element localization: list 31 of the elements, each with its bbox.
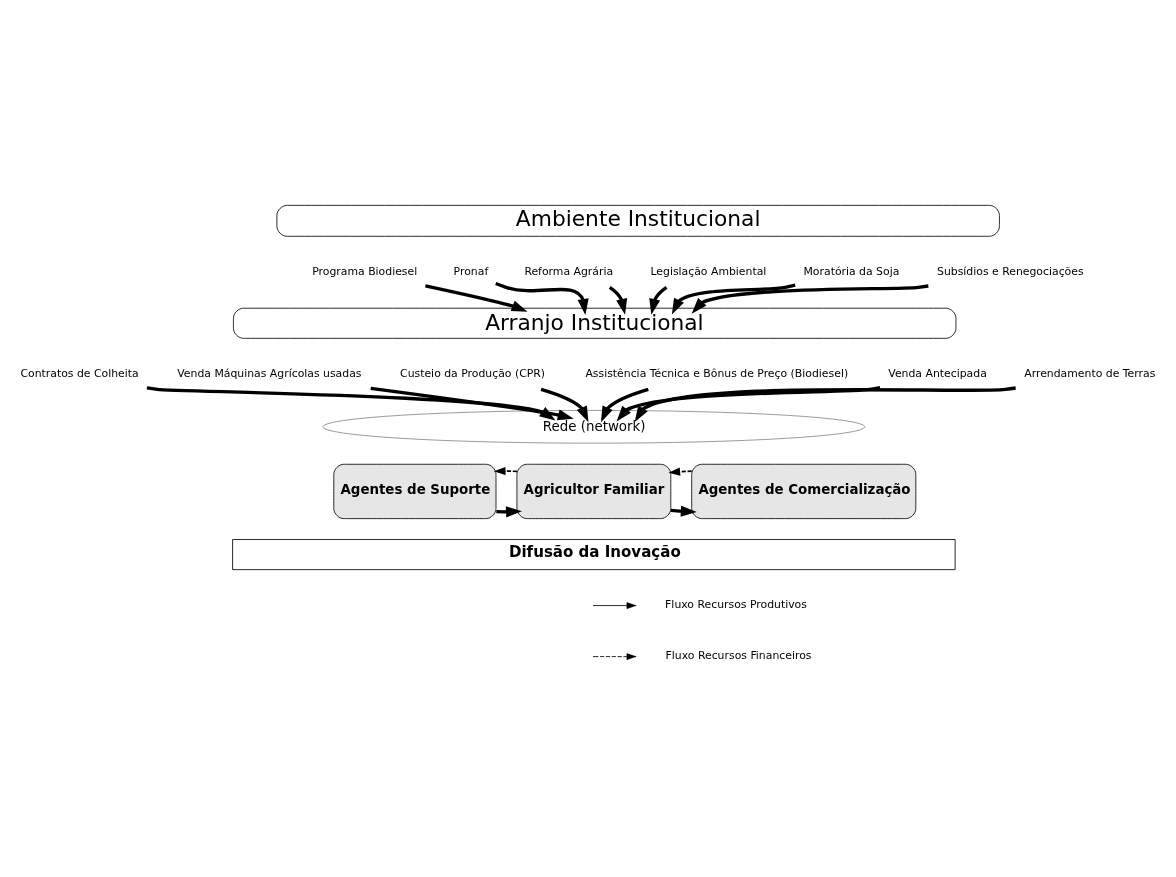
arrow [495, 281, 589, 315]
node-text: Venda Antecipada [888, 367, 987, 381]
node-text: Reforma Agrária [524, 265, 614, 279]
node-text: Programa Biodiesel [312, 265, 418, 279]
node-text: Venda Máquinas Agrícolas usadas [177, 367, 362, 381]
arrow [668, 467, 693, 476]
node-text: Legislação Ambiental [650, 265, 767, 279]
node-box: Difusão da Inovação [232, 539, 956, 571]
node-text: Pronaf [453, 265, 489, 279]
node-box: Ambiente Institucional [276, 204, 1000, 237]
node-text: Moratória da Soja [803, 265, 900, 279]
node-box: Arranjo Institucional [233, 307, 957, 339]
arrow [616, 385, 881, 422]
node-text: Custeio da Produção (CPR) [400, 367, 546, 381]
arrow [600, 387, 649, 423]
arrow [671, 283, 796, 315]
legend-label: Fluxo Recursos Produtivos [665, 598, 807, 612]
arrow [649, 286, 668, 315]
arrow [493, 466, 518, 476]
node-box: Agentes de Comercialização [691, 463, 917, 520]
arrow [691, 284, 929, 314]
node-box: Agentes de Suporte [333, 463, 497, 520]
arrow [608, 285, 628, 315]
node-box: Agricultor Familiar [516, 463, 672, 520]
node-text: Contratos de Colheita [20, 367, 139, 381]
arrow [634, 386, 1016, 422]
legend-label: Fluxo Recursos Financeiros [665, 649, 812, 663]
node-text: Subsídios e Renegociações [937, 265, 1084, 279]
node-text: Arrendamento de Terras [1024, 367, 1156, 381]
node-text: Assistência Técnica e Bônus de Preço (Biodiesel) [585, 367, 849, 381]
arrow [425, 284, 528, 312]
